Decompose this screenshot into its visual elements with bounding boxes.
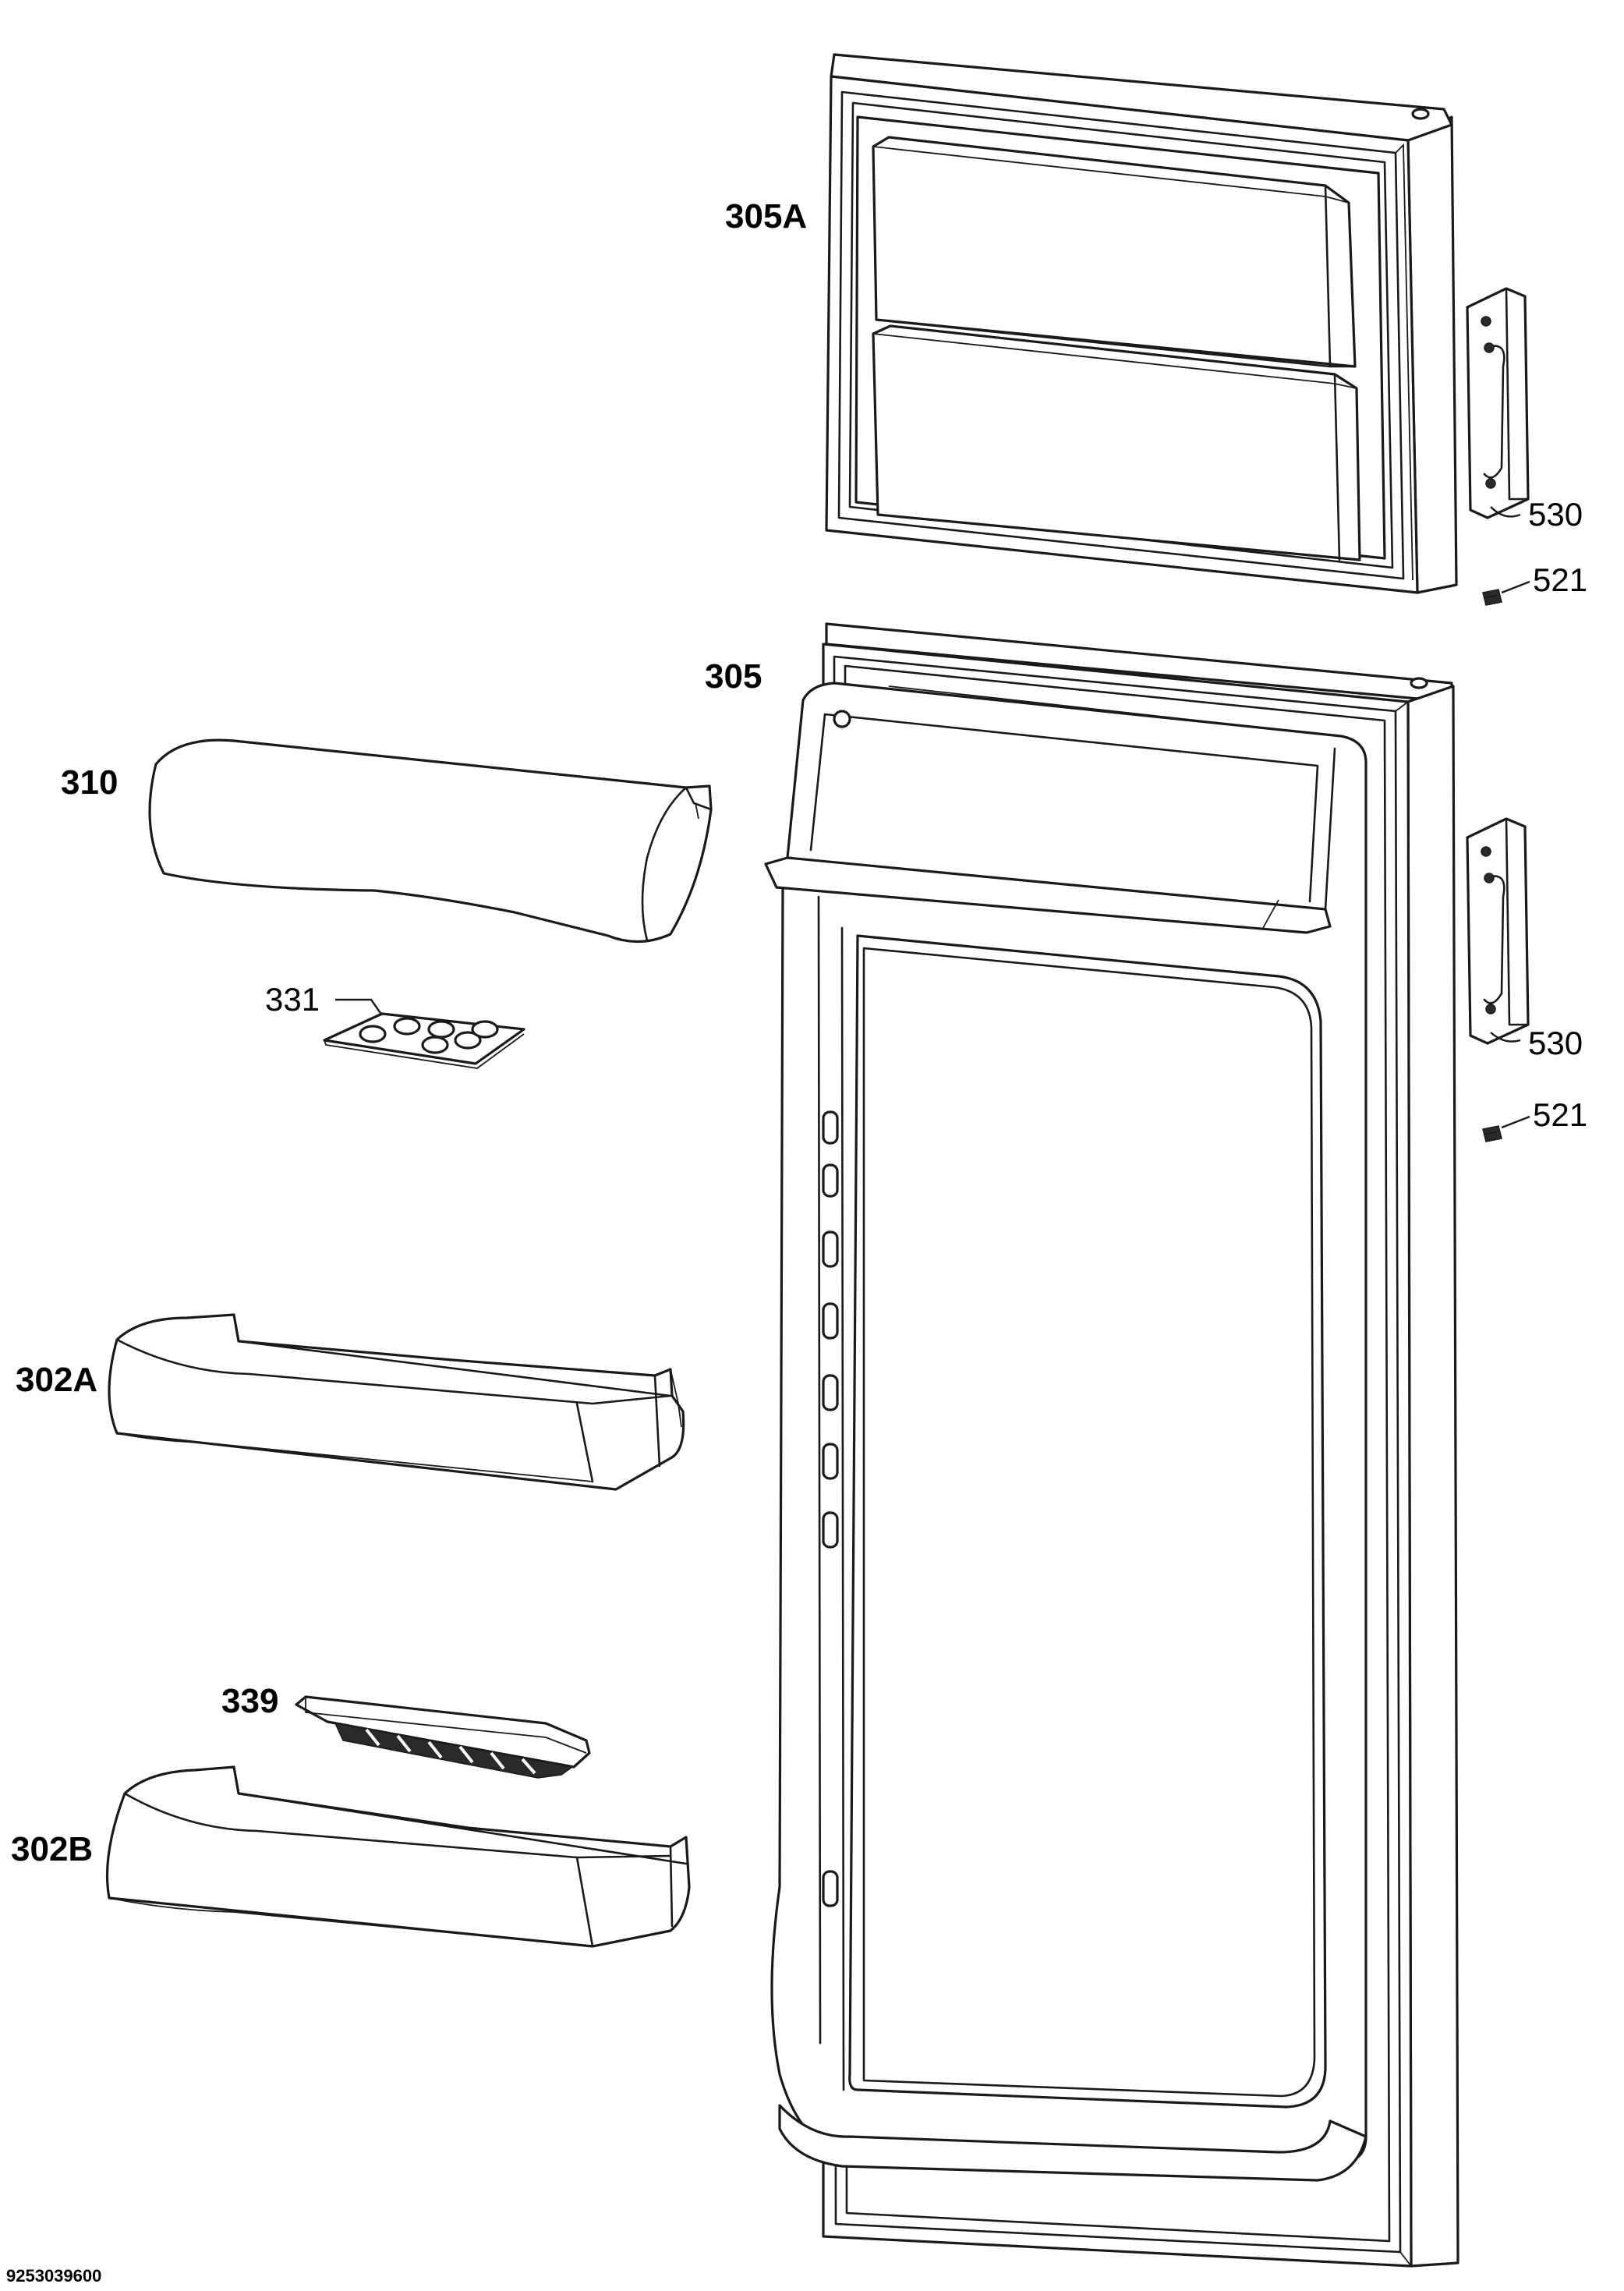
- label-331: 331: [265, 981, 320, 1018]
- label-305: 305: [705, 657, 762, 696]
- freezer-door-305A: [825, 53, 1458, 594]
- leader-521-mid: [1501, 1115, 1530, 1129]
- hinge-530-top: [1466, 287, 1530, 519]
- label-521-mid: 521: [1533, 1096, 1587, 1133]
- label-310: 310: [61, 763, 118, 802]
- label-521-top: 521: [1533, 561, 1587, 598]
- dairy-cover-310: [148, 738, 713, 944]
- leader-530-mid: [1490, 1032, 1521, 1043]
- screw-521-top: [1482, 589, 1502, 606]
- door-shelf-302A: [108, 1313, 685, 1491]
- label-305A: 305A: [725, 197, 807, 235]
- label-339: 339: [221, 1682, 278, 1720]
- label-302B: 302B: [11, 1830, 93, 1868]
- egg-tray-331: [323, 1012, 525, 1069]
- door-shelf-302B: [105, 1765, 691, 1948]
- screw-521-mid: [1482, 1125, 1502, 1142]
- label-530-top: 530: [1528, 496, 1583, 533]
- leader-530-top: [1490, 506, 1521, 518]
- label-302A: 302A: [16, 1361, 97, 1399]
- label-530-mid: 530: [1528, 1025, 1583, 1061]
- leader-331: [335, 998, 383, 1016]
- hinge-530-mid: [1466, 817, 1530, 1045]
- document-id: 9253039600: [6, 2266, 101, 2286]
- bottle-retainer-339: [295, 1695, 591, 1779]
- leader-521-top: [1501, 580, 1530, 594]
- shelf-slots: [822, 1110, 839, 1907]
- fridge-door-305: [764, 622, 1459, 2268]
